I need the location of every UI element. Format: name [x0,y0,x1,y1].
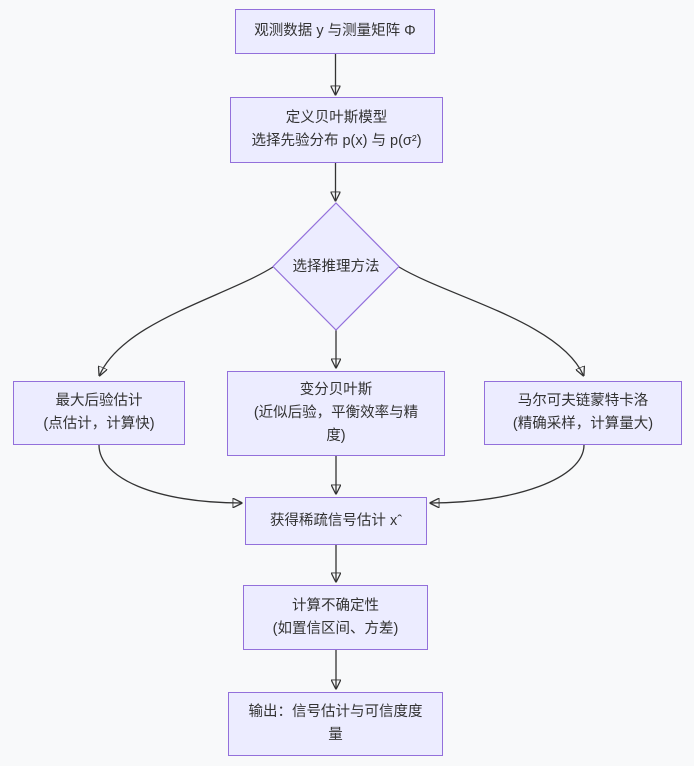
edge-decision-to-mcmc [398,266,584,376]
node-mcmc: 马尔可夫链蒙特卡洛 (精确采样，计算量大) [484,381,682,445]
node-define-bayesian-model: 定义贝叶斯模型 选择先验分布 p(x) 与 p(σ²) [230,97,443,163]
node-variational-bayes: 变分贝叶斯 (近似后验，平衡效率与精 度) [227,371,445,456]
edge-decision-to-map [100,266,274,376]
node-sparse-signal-estimate: 获得稀疏信号估计 xˆ [245,497,427,545]
node-choose-inference-method: 选择推理方法 [292,258,380,275]
decision-diamond-shape [272,202,400,331]
node-observed-data: 观测数据 y 与测量矩阵 Φ [235,9,435,54]
edge-mcmc-to-estimate [431,444,585,503]
edge-map-to-estimate [98,444,242,503]
node-map-estimation: 最大后验估计 (点估计，计算快) [13,381,185,445]
node-output: 输出：信号估计与可信度度 量 [228,692,443,756]
node-compute-uncertainty: 计算不确定性 (如置信区间、方差) [243,585,428,650]
